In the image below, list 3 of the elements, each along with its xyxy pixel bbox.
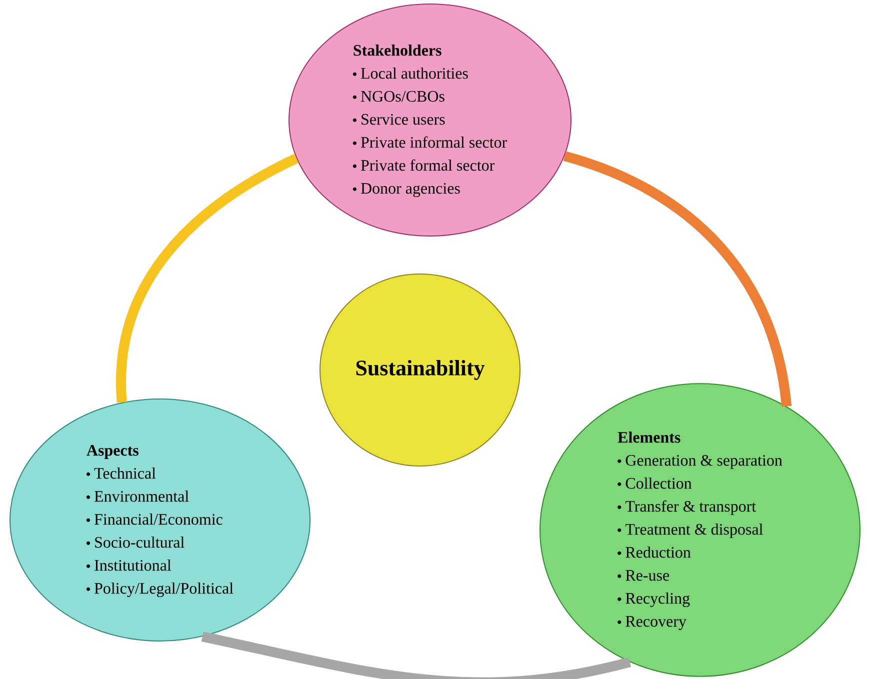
ring-arc xyxy=(116,154,299,403)
ring-arc xyxy=(563,151,792,408)
ring-arc xyxy=(201,632,631,679)
